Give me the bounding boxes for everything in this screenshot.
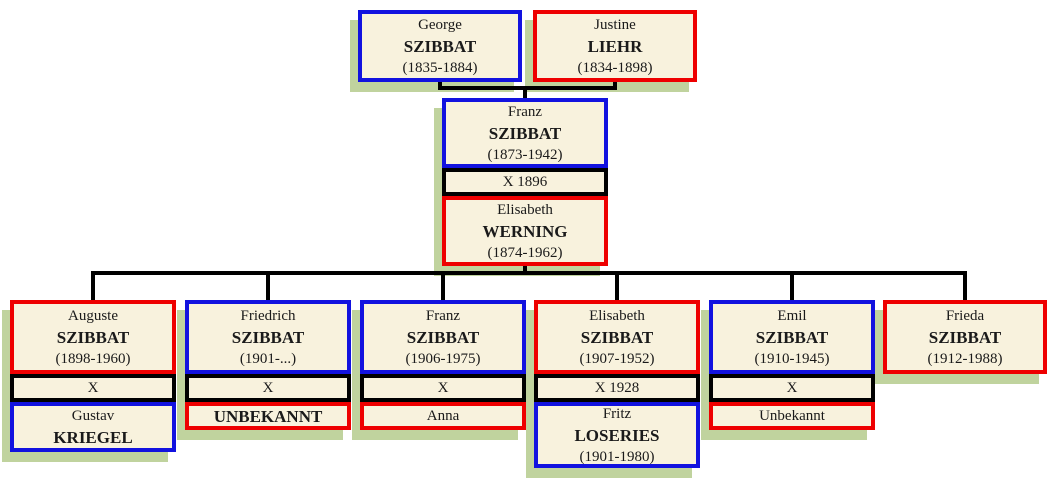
marriage-label: X xyxy=(87,380,99,396)
connector-drop-child-3 xyxy=(441,275,445,300)
person-box-anna-spouse[interactable]: Anna xyxy=(360,402,526,430)
person-last-name: SZIBBAT xyxy=(755,327,829,347)
person-box-unbekannt-spouse-2[interactable]: Unbekannt xyxy=(709,402,875,430)
connector-drop-to-franz xyxy=(523,86,527,98)
person-box-franz-szibbat-sr[interactable]: Franz SZIBBAT (1873-1942) xyxy=(442,98,608,168)
marriage-box: X xyxy=(10,374,176,402)
person-box-fritz-loseries[interactable]: Fritz LOSERIES (1901-1980) xyxy=(534,402,700,468)
marriage-label: X xyxy=(786,380,798,396)
person-first-name: George xyxy=(418,16,462,33)
marriage-box: X xyxy=(360,374,526,402)
person-dates: (1834-1898) xyxy=(577,59,653,76)
family-unit-auguste[interactable]: Auguste SZIBBAT (1898-1960) X Gustav KRI… xyxy=(10,300,176,452)
person-first-name: Elisabeth xyxy=(589,307,645,324)
connector-drop-child-1 xyxy=(91,275,95,300)
person-first-name: Emil xyxy=(777,307,807,324)
person-box-unbekannt-spouse[interactable]: UNBEKANNT xyxy=(185,402,351,430)
marriage-box-1928: X 1928 xyxy=(534,374,700,402)
family-unit-friedrich[interactable]: Friedrich SZIBBAT (1901-...) X UNBEKANNT xyxy=(185,300,351,430)
marriage-label: X 1928 xyxy=(594,380,640,396)
person-dates: (1907-1952) xyxy=(579,350,655,367)
person-first-name: Franz xyxy=(425,307,461,324)
connector-drop-from-parents xyxy=(523,266,527,273)
person-box-gustav-kriegel[interactable]: Gustav KRIEGEL xyxy=(10,402,176,452)
marriage-box: X xyxy=(185,374,351,402)
person-last-name: KRIEGEL xyxy=(53,427,133,447)
person-dates: (1901-1980) xyxy=(579,448,655,465)
person-dates: (1873-1942) xyxy=(487,146,563,163)
person-last-name: SZIBBAT xyxy=(403,36,477,56)
person-box-friedrich-szibbat[interactable]: Friedrich SZIBBAT (1901-...) xyxy=(185,300,351,374)
family-unit-frieda[interactable]: Frieda SZIBBAT (1912-1988) xyxy=(883,300,1047,374)
person-last-name: SZIBBAT xyxy=(231,327,305,347)
person-last-name: SZIBBAT xyxy=(56,327,130,347)
connector-drop-child-4 xyxy=(615,275,619,300)
person-last-name: SZIBBAT xyxy=(406,327,480,347)
connector-sibling-rail xyxy=(91,271,967,275)
person-box-elisabeth-szibbat[interactable]: Elisabeth SZIBBAT (1907-1952) xyxy=(534,300,700,374)
person-first-name: Auguste xyxy=(68,307,118,324)
marriage-label: X xyxy=(437,380,449,396)
marriage-box: X xyxy=(709,374,875,402)
person-dates: (1906-1975) xyxy=(405,350,481,367)
person-dates: (1912-1988) xyxy=(927,350,1003,367)
person-box-emil-szibbat[interactable]: Emil SZIBBAT (1910-1945) xyxy=(709,300,875,374)
person-dates: (1910-1945) xyxy=(754,350,830,367)
person-card: George SZIBBAT (1835-1884) xyxy=(358,10,522,82)
person-last-name: LIEHR xyxy=(587,36,643,56)
connector-couple-bracket xyxy=(438,86,617,90)
person-dates: (1898-1960) xyxy=(55,350,131,367)
connector-drop-child-5 xyxy=(790,275,794,300)
person-last-name: SZIBBAT xyxy=(580,327,654,347)
family-unit-franz-jr[interactable]: Franz SZIBBAT (1906-1975) X Anna xyxy=(360,300,526,430)
person-first-name: Elisabeth xyxy=(497,201,553,218)
marriage-label: X 1896 xyxy=(502,174,548,190)
person-first-name: Gustav xyxy=(71,407,115,424)
person-box-franz-szibbat-jr[interactable]: Franz SZIBBAT (1906-1975) xyxy=(360,300,526,374)
person-box-justine-liehr[interactable]: Justine LIEHR (1834-1898) xyxy=(533,10,697,82)
person-dates: (1835-1884) xyxy=(402,59,478,76)
marriage-box-1896: X 1896 xyxy=(442,168,608,196)
person-first-name: Franz xyxy=(507,103,543,120)
connector-drop-child-6 xyxy=(963,275,967,300)
person-last-name: UNBEKANNT xyxy=(213,406,323,426)
person-dates: (1901-...) xyxy=(239,350,297,367)
person-last-name: LOSERIES xyxy=(574,425,660,445)
person-last-name: SZIBBAT xyxy=(928,327,1002,347)
person-dates: (1874-1962) xyxy=(487,244,563,261)
person-last-name: WERNING xyxy=(482,221,568,241)
person-box-auguste-szibbat[interactable]: Auguste SZIBBAT (1898-1960) xyxy=(10,300,176,374)
person-first-name: Frieda xyxy=(945,307,985,324)
person-last-name: SZIBBAT xyxy=(488,123,562,143)
family-unit-emil[interactable]: Emil SZIBBAT (1910-1945) X Unbekannt xyxy=(709,300,875,430)
person-box-frieda-szibbat[interactable]: Frieda SZIBBAT (1912-1988) xyxy=(883,300,1047,374)
family-unit-elisabeth[interactable]: Elisabeth SZIBBAT (1907-1952) X 1928 Fri… xyxy=(534,300,700,468)
person-box-george-szibbat[interactable]: George SZIBBAT (1835-1884) xyxy=(358,10,522,82)
family-unit-franz-elisabeth[interactable]: Franz SZIBBAT (1873-1942) X 1896 Elisabe… xyxy=(442,98,608,266)
person-first-name: Unbekannt xyxy=(759,408,825,424)
connector-drop-child-2 xyxy=(266,275,270,300)
marriage-label: X xyxy=(262,380,274,396)
person-card: Justine LIEHR (1834-1898) xyxy=(533,10,697,82)
person-first-name: Anna xyxy=(426,408,460,424)
person-first-name: Friedrich xyxy=(240,307,296,324)
person-first-name: Fritz xyxy=(602,405,632,422)
person-first-name: Justine xyxy=(594,16,636,33)
person-box-elisabeth-werning[interactable]: Elisabeth WERNING (1874-1962) xyxy=(442,196,608,266)
